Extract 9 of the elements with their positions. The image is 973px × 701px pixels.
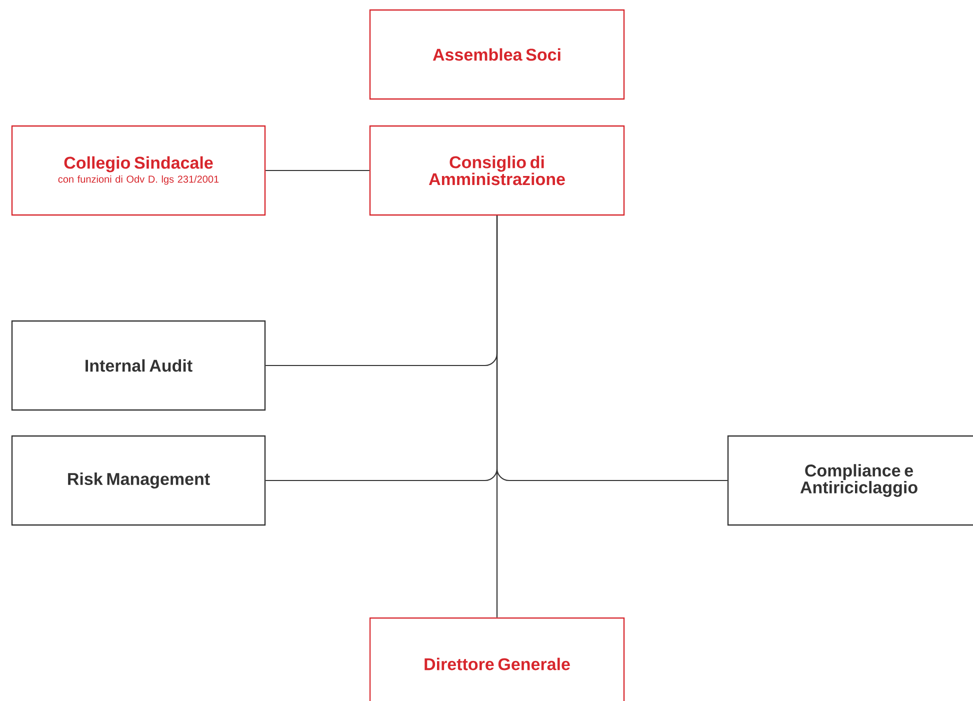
connector-line [266, 170, 370, 172]
org-box: Direttore Generale [369, 617, 625, 701]
org-box: Assemblea Soci [369, 9, 625, 100]
org-box: Collegio Sindacale con funzioni di Odv D. lgs 231/2001 [11, 125, 266, 216]
org-box: Risk Management [11, 435, 266, 526]
org-box: Compliance e Antiriciclaggio [727, 435, 973, 526]
connector-line [496, 216, 498, 618]
org-box: Internal Audit [11, 320, 266, 411]
org-box: Consiglio di Amministrazione [369, 125, 625, 216]
